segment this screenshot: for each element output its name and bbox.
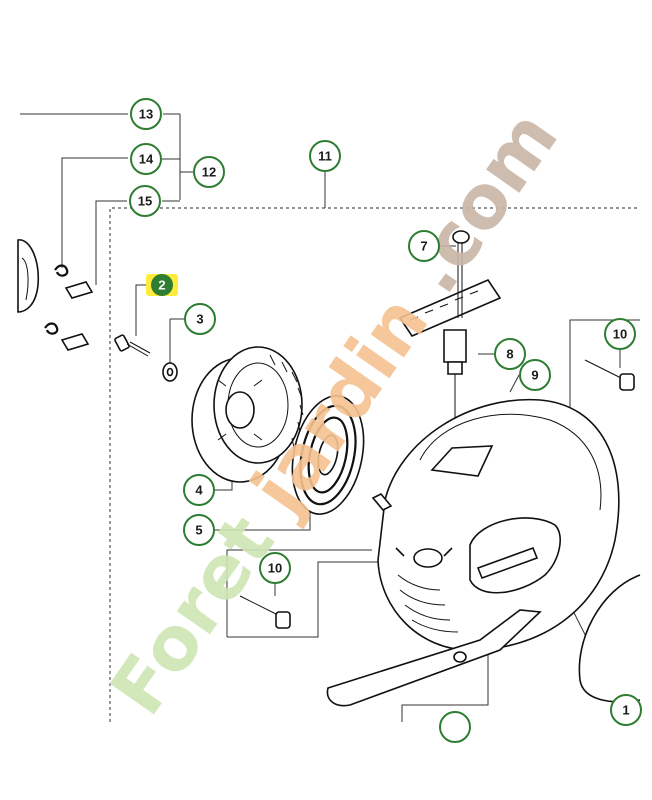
- svg-text:2: 2: [158, 278, 165, 293]
- svg-text:15: 15: [138, 194, 152, 209]
- spring-part-5: [291, 395, 365, 515]
- svg-text:3: 3: [196, 312, 203, 327]
- callout-13: 13: [130, 98, 162, 130]
- callout-8: 8: [494, 338, 526, 370]
- left-housing-fragment: [17, 239, 40, 313]
- screw-part-2: [114, 334, 151, 357]
- svg-text:4: 4: [195, 483, 203, 498]
- watermark-part-3: .com: [390, 96, 575, 309]
- svg-text:7: 7: [420, 239, 427, 254]
- bolt-part-10-right: [584, 359, 635, 391]
- bolt-part-10-left: [239, 595, 291, 629]
- callout-10-right: 10: [604, 318, 636, 350]
- svg-text:14: 14: [139, 152, 154, 167]
- callout-15: 15: [129, 185, 161, 217]
- pulley-part-4: [191, 346, 304, 483]
- starter-housing-part-9: [326, 398, 620, 707]
- callout-partial-bottom: [439, 711, 471, 743]
- svg-text:13: 13: [139, 107, 153, 122]
- callout-5: 5: [183, 514, 215, 546]
- callout-4: 4: [183, 474, 215, 506]
- pawl-spring-14: [54, 264, 94, 299]
- engine-fragment-part-1: [578, 574, 641, 703]
- callout-10-left: 10: [259, 552, 291, 584]
- svg-text:1: 1: [622, 703, 629, 718]
- callout-9: 9: [519, 359, 551, 391]
- svg-text:5: 5: [195, 523, 202, 538]
- callout-7: 7: [408, 230, 440, 262]
- washer-part-3: [162, 362, 178, 382]
- handle-part-8: [398, 279, 502, 375]
- svg-text:12: 12: [202, 165, 216, 180]
- svg-text:9: 9: [531, 368, 538, 383]
- svg-text:8: 8: [506, 347, 513, 362]
- callout-1: 1: [610, 694, 642, 726]
- callout-2-highlighted: 2: [146, 274, 178, 296]
- callout-12: 12: [193, 156, 225, 188]
- svg-text:10: 10: [613, 327, 627, 342]
- svg-text:11: 11: [318, 149, 332, 164]
- callout-11: 11: [309, 140, 341, 172]
- pawl-spring-15: [44, 322, 90, 351]
- callout-14: 14: [130, 143, 162, 175]
- callout-3: 3: [184, 303, 216, 335]
- svg-text:10: 10: [268, 561, 282, 576]
